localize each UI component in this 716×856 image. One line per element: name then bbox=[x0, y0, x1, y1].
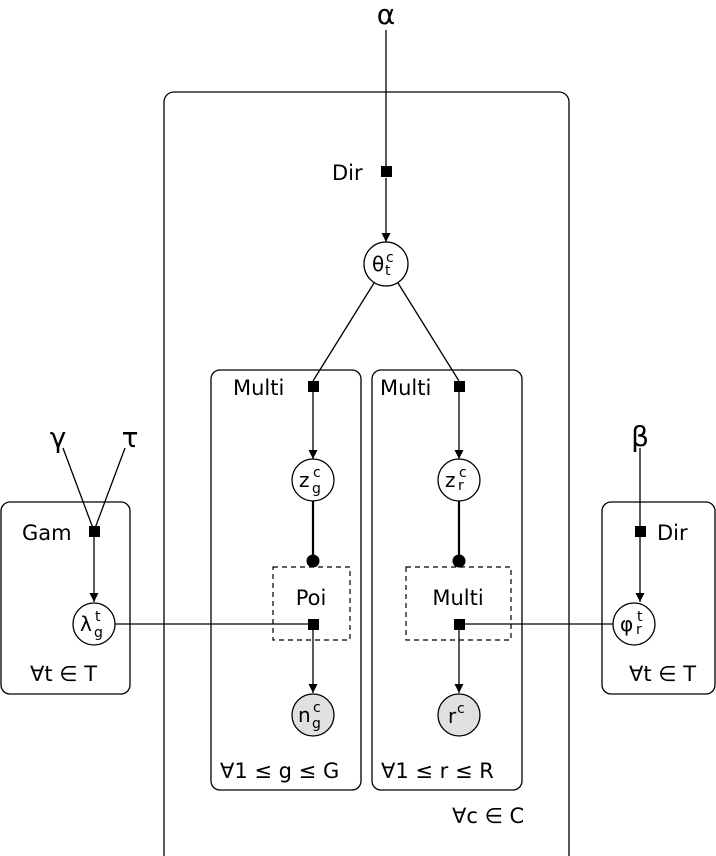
gamma-label: γ bbox=[50, 421, 67, 454]
edge-theta-multi-r bbox=[397, 282, 460, 382]
zr-sup: c bbox=[459, 465, 467, 481]
node-phi bbox=[612, 602, 656, 646]
zr-base: z bbox=[445, 468, 456, 492]
factor-multi-r-square bbox=[454, 381, 465, 392]
edge-tau-gam bbox=[93, 447, 126, 532]
connector-dot-multi bbox=[452, 554, 466, 568]
edge-gamma-gam bbox=[62, 447, 95, 532]
multi-obs-label: Multi bbox=[432, 586, 483, 610]
r-sup: c bbox=[457, 701, 465, 717]
plate-g bbox=[210, 369, 362, 791]
factor-gam-square bbox=[89, 526, 100, 537]
plate-c-label: ∀c ∈ C bbox=[452, 804, 524, 828]
factor-multi-g-square bbox=[308, 381, 319, 392]
edge-theta-multi-g bbox=[312, 282, 375, 382]
beta-label: β bbox=[631, 420, 649, 453]
node-n-g bbox=[291, 693, 335, 737]
zg-sub: g bbox=[312, 481, 321, 497]
ng-sub: g bbox=[312, 716, 321, 732]
multi-g-label: Multi bbox=[233, 376, 284, 400]
plate-t-right bbox=[601, 501, 716, 695]
zg-sup: c bbox=[313, 465, 321, 481]
plate-g-label: ∀1 ≤ g ≤ G bbox=[220, 759, 339, 783]
node-lambda bbox=[72, 602, 116, 646]
theta-sup: c bbox=[386, 250, 394, 266]
zr-sub: r bbox=[458, 478, 464, 494]
plate-t-left-label: ∀t ∈ T bbox=[30, 662, 97, 686]
node-r bbox=[437, 693, 481, 737]
factor-dir-theta-square bbox=[381, 166, 392, 177]
theta-base: θ bbox=[372, 252, 384, 276]
factor-multi-obs-square bbox=[454, 619, 465, 630]
node-theta bbox=[363, 241, 409, 287]
phi-base: φ bbox=[620, 612, 633, 636]
lambda-base: λ bbox=[80, 612, 92, 636]
dir-theta-label: Dir bbox=[332, 161, 363, 185]
plate-r-label: ∀1 ≤ r ≤ R bbox=[381, 759, 494, 783]
alpha-label: α bbox=[377, 0, 395, 31]
lambda-sub: g bbox=[94, 625, 103, 641]
multi-r-label: Multi bbox=[380, 376, 431, 400]
plate-c bbox=[163, 91, 570, 856]
tau-label: τ bbox=[122, 421, 139, 454]
factor-dir-phi-square bbox=[635, 526, 646, 537]
connector-dot-poi bbox=[306, 554, 320, 568]
zg-base: z bbox=[299, 468, 310, 492]
r-base: r bbox=[448, 704, 457, 728]
dir-phi-label: Dir bbox=[657, 521, 688, 545]
plate-r bbox=[371, 369, 523, 791]
multi-dashed-box bbox=[405, 566, 512, 641]
node-z-r bbox=[437, 458, 481, 502]
node-z-g bbox=[291, 458, 335, 502]
poi-label: Poi bbox=[296, 586, 327, 610]
phi-sup: t bbox=[637, 609, 643, 625]
ng-base: n bbox=[298, 703, 311, 727]
theta-sub: t bbox=[385, 263, 391, 279]
plate-t-right-label: ∀t ∈ T bbox=[629, 662, 696, 686]
ng-sup: c bbox=[313, 700, 321, 716]
gam-label: Gam bbox=[22, 521, 72, 545]
lambda-sup: t bbox=[95, 609, 101, 625]
plate-t-left bbox=[0, 501, 131, 695]
factor-poi-square bbox=[308, 619, 319, 630]
phi-sub: r bbox=[636, 622, 642, 638]
